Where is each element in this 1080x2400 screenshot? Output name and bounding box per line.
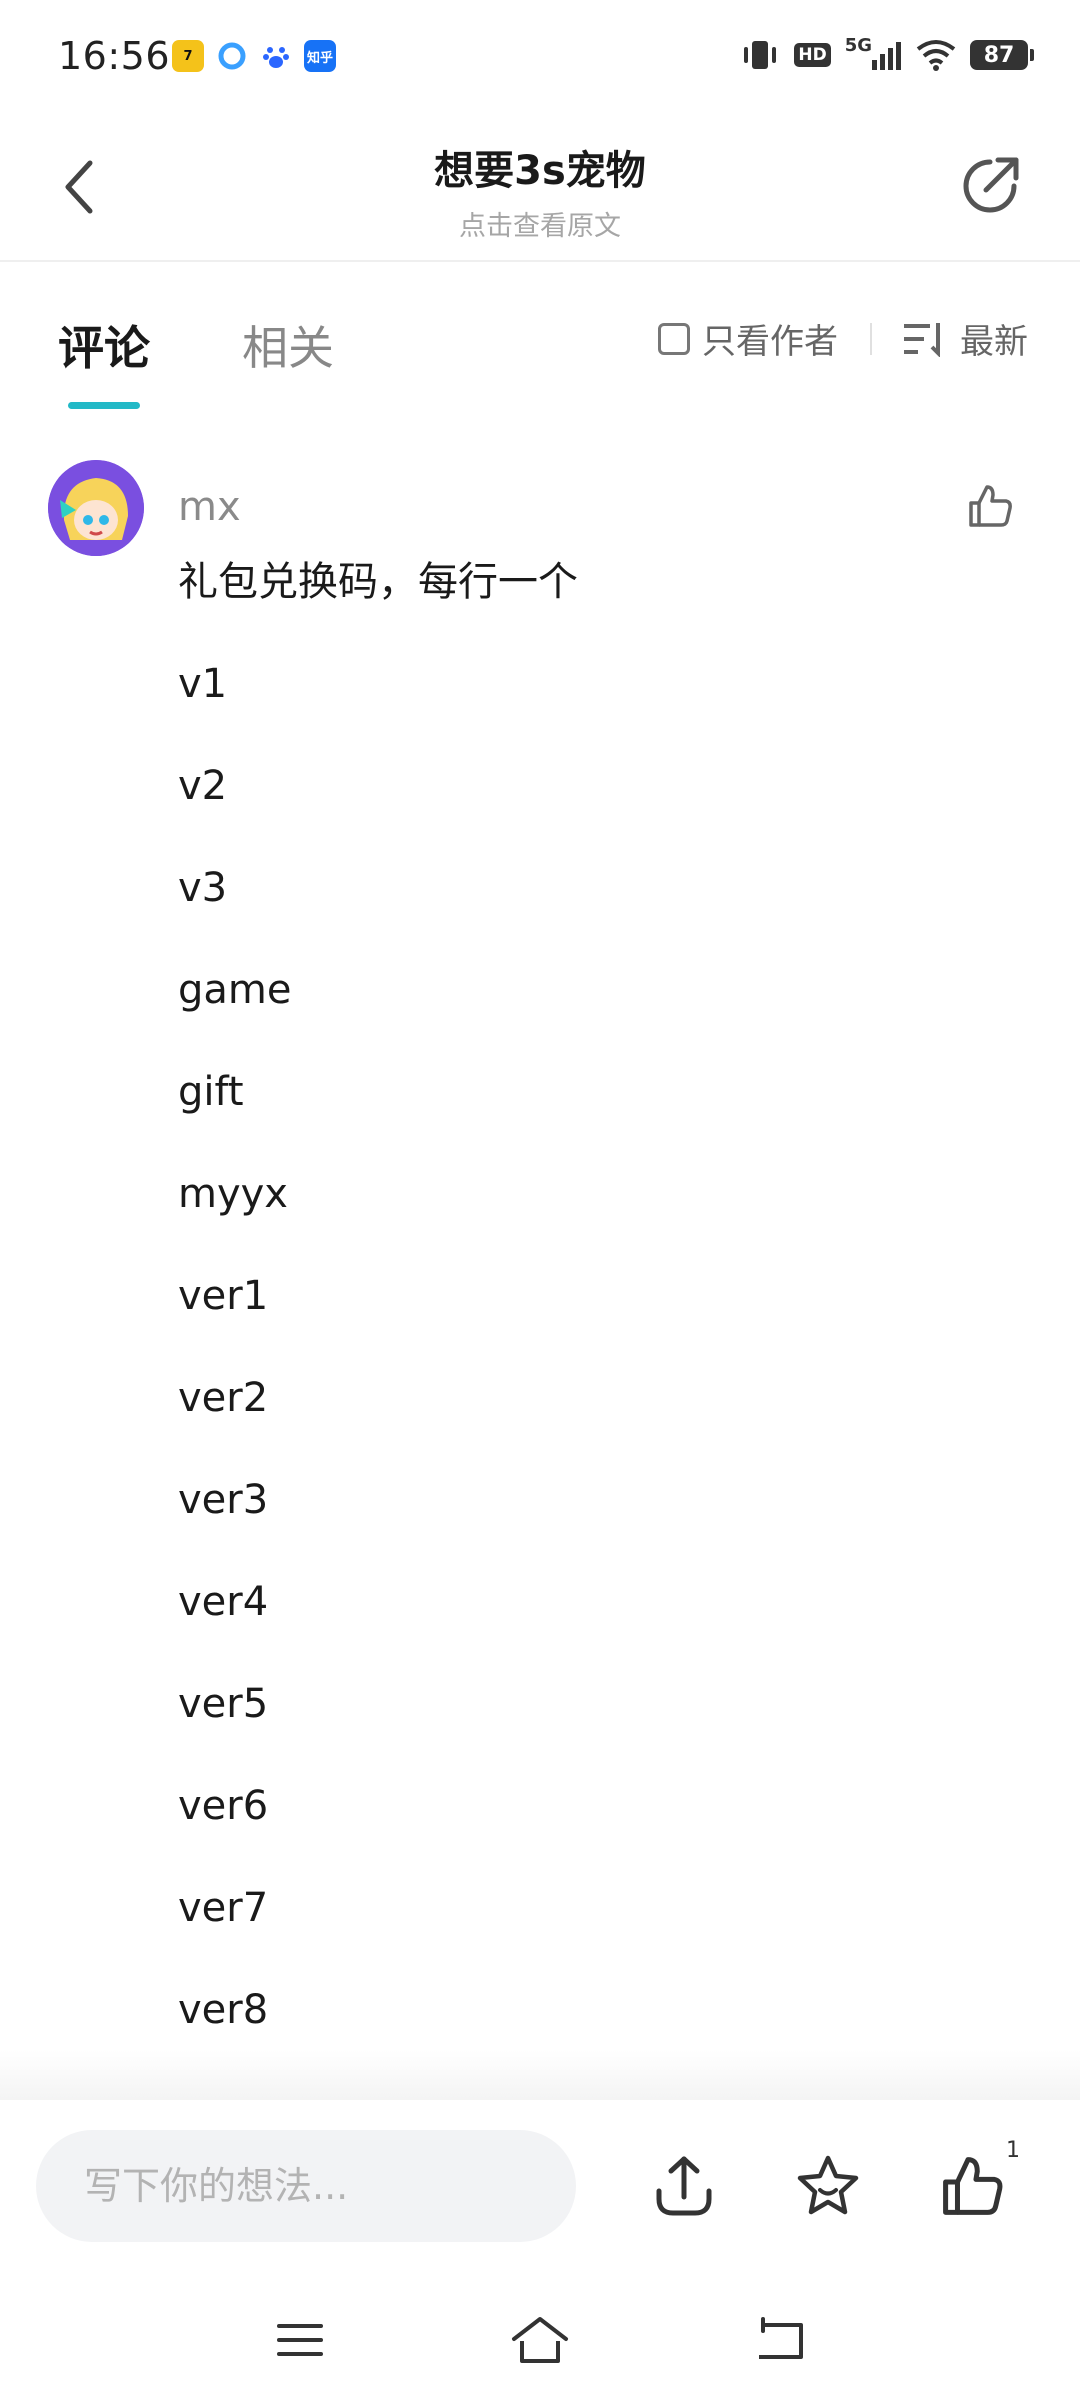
thumbs-up-icon <box>969 485 1012 527</box>
menu-icon <box>277 2324 323 2356</box>
comment-line: myyx <box>178 1171 288 1217</box>
browser-icon <box>216 40 248 72</box>
hd-badge: HD <box>794 43 831 67</box>
comment-line: ver4 <box>178 1579 269 1625</box>
comment-line: gift <box>178 1069 244 1115</box>
comment-line: ver6 <box>178 1783 269 1829</box>
qq-browser-icon: 7 <box>172 40 204 72</box>
only-author-toggle[interactable]: 只看作者 <box>658 314 838 363</box>
filter-controls: 只看作者 最新 <box>658 314 1028 363</box>
comment-line: game <box>178 967 292 1013</box>
back-button[interactable] <box>50 152 110 222</box>
status-time: 16:56 <box>58 34 171 78</box>
comment-line: ver5 <box>178 1681 269 1727</box>
sort-icon <box>904 321 946 357</box>
share-arrow-icon <box>963 157 1019 213</box>
like-count: 1 <box>1006 2138 1020 2163</box>
comment-line: ver1 <box>178 1273 269 1319</box>
comment-line: v1 <box>178 661 228 707</box>
zhihu-icon: 知乎 <box>304 40 336 72</box>
post-like-button[interactable] <box>934 2148 1010 2224</box>
back-arrow-icon <box>759 2317 803 2359</box>
comment-line: ver3 <box>178 1477 269 1523</box>
status-bar: 16:56 7 知乎 HD 5G <box>0 0 1080 110</box>
thumbs-up-icon <box>943 2157 1003 2215</box>
tab-related[interactable]: 相关 <box>242 321 334 375</box>
sort-button[interactable]: 最新 <box>904 314 1028 363</box>
comment-line: ver7 <box>178 1885 269 1931</box>
forward-button[interactable] <box>646 2148 722 2224</box>
filter-divider <box>870 322 872 355</box>
comment-input[interactable]: 写下你的想法... <box>36 2130 576 2242</box>
comment-content: 礼包兑换码，每行一个 v1 v2 v3 game gift myyx ver1 … <box>178 552 1028 2082</box>
home-icon <box>512 2317 568 2363</box>
star-icon <box>797 2155 859 2215</box>
vibrate-icon <box>744 41 777 69</box>
page-title: 想要3s宠物 <box>434 148 646 194</box>
battery-icon: 87 <box>970 40 1034 70</box>
upload-icon <box>656 2156 712 2216</box>
avatar[interactable] <box>48 460 144 556</box>
status-app-icons: 7 知乎 <box>172 40 336 72</box>
chevron-left-icon <box>65 160 93 214</box>
comment-line: ver2 <box>178 1375 269 1421</box>
header: 想要3s宠物 点击查看原文 <box>0 110 1080 262</box>
only-author-label: 只看作者 <box>702 322 838 362</box>
baidu-icon <box>260 40 292 72</box>
bottom-shadow <box>0 2050 1080 2100</box>
title-block[interactable]: 想要3s宠物 点击查看原文 <box>240 138 840 243</box>
sort-label: 最新 <box>960 322 1028 362</box>
favorite-button[interactable] <box>790 2148 866 2224</box>
comment-line: 礼包兑换码，每行一个 <box>178 559 578 605</box>
comment-username[interactable]: mx <box>178 484 241 530</box>
comment-line: ver8 <box>178 1987 269 2033</box>
avatar-character-icon <box>48 460 144 556</box>
wifi-icon <box>916 40 956 71</box>
comment-line: v3 <box>178 865 228 911</box>
nav-home-button[interactable] <box>500 2300 580 2380</box>
action-bar: 写下你的想法... 1 <box>0 2100 1080 2280</box>
view-original-link[interactable]: 点击查看原文 <box>459 211 621 242</box>
signal-icon <box>872 42 901 70</box>
tab-comments[interactable]: 评论 <box>58 321 150 375</box>
tab-indicator <box>68 402 140 409</box>
status-indicators: HD 5G 87 <box>740 34 1034 72</box>
network-type: 5G <box>844 34 872 56</box>
nav-back-button[interactable] <box>740 2300 820 2380</box>
comment-like-button[interactable] <box>960 476 1020 536</box>
nav-menu-button[interactable] <box>260 2300 340 2380</box>
system-nav-bar <box>0 2280 1080 2400</box>
share-button[interactable] <box>954 148 1028 222</box>
comment-line: v2 <box>178 763 228 809</box>
only-author-checkbox[interactable] <box>658 322 690 355</box>
tab-bar: 评论 相关 只看作者 最新 <box>0 262 1080 412</box>
